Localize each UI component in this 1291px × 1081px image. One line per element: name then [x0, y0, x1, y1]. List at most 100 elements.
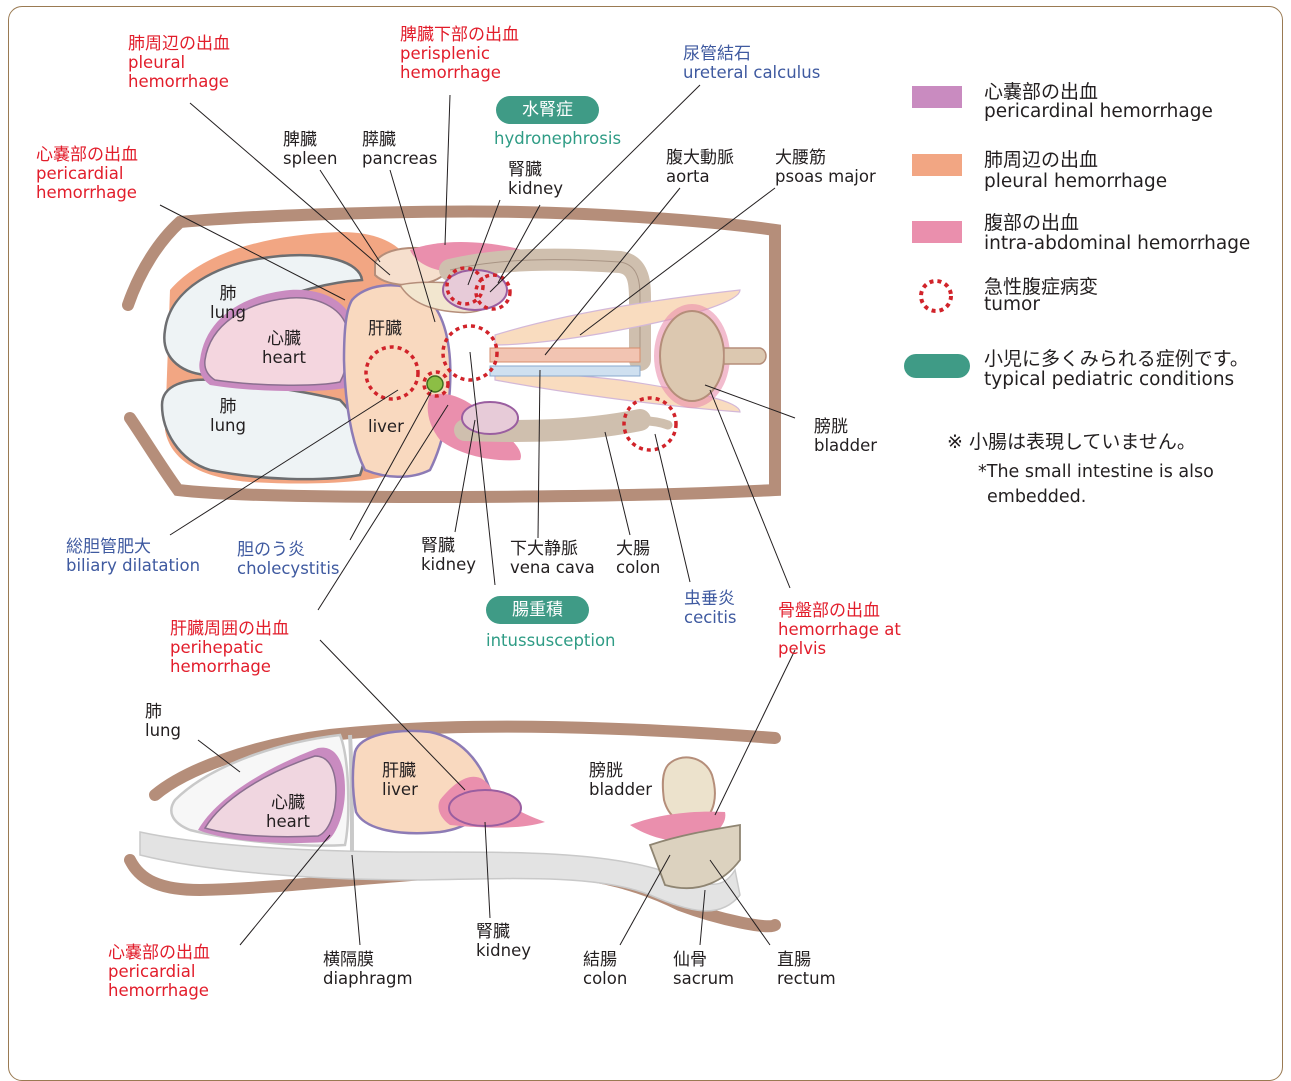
label-en: kidney — [508, 180, 563, 198]
label-en: hemorrhage — [128, 73, 230, 91]
label-en: hemorrhage — [108, 982, 210, 1000]
label-perihepatic-hemorrhage: 肝臓周囲の出血 perihepatic hemorrhage — [170, 620, 289, 676]
label-en: perihepatic — [170, 639, 289, 657]
label-jp: 大腸 — [616, 540, 660, 559]
label-bladder: 膀胱 bladder — [814, 418, 877, 456]
legend-swatch-pericardial — [912, 86, 962, 108]
label-vena-cava: 下大静脈 vena cava — [510, 540, 595, 578]
label-en: kidney — [421, 556, 476, 574]
label-biliary-dilatation: 総胆管肥大 biliary dilatation — [66, 538, 200, 576]
label-jp: 胆のう炎 — [237, 541, 340, 560]
label-en: ureteral calculus — [683, 64, 820, 82]
label-aorta: 腹大動脈 aorta — [666, 149, 734, 187]
label-jp: 膀胱 — [814, 418, 877, 437]
label-en: bladder — [589, 781, 652, 799]
label-en: lung — [210, 304, 246, 322]
label-en: pancreas — [362, 150, 437, 168]
label-jp: 膵臓 — [362, 131, 437, 150]
label-jp: 心臓 — [262, 330, 306, 349]
label-spleen: 脾臓 spleen — [283, 131, 337, 169]
label-en: hemorrhage — [36, 184, 138, 202]
top-aorta — [490, 348, 640, 362]
label-jp: 腹大動脈 — [666, 149, 734, 168]
label-en: colon — [583, 970, 627, 988]
side-spine — [140, 832, 740, 911]
label-en: pericardial — [36, 165, 138, 183]
top-vena-cava — [490, 366, 640, 376]
top-urethra — [724, 348, 766, 364]
label-en: vena cava — [510, 559, 595, 577]
label-jp: 肝臓周囲の出血 — [170, 620, 289, 639]
label-en: cecitis — [684, 609, 737, 627]
label-jp: 肺 — [210, 398, 246, 417]
label-hydronephrosis-en: hydronephrosis — [494, 130, 621, 148]
label-jp: 膀胱 — [589, 762, 652, 781]
legend-label-en: intra-abdominal hemorrhage — [984, 233, 1250, 254]
top-bladder — [660, 311, 724, 401]
label-jp: 総胆管肥大 — [66, 538, 200, 557]
label-jp: 脾臓 — [283, 131, 337, 150]
label-jp: 脾臓下部の出血 — [400, 26, 519, 45]
label-jp: 腎臓 — [421, 537, 476, 556]
label-jp: 尿管結石 — [683, 45, 820, 64]
label-liver-en: liver — [368, 418, 404, 436]
label-jp: 結腸 — [583, 951, 627, 970]
legend-label-en: pleural hemorrhage — [984, 171, 1167, 192]
side-diaphragm — [350, 735, 352, 852]
label-jp: 下大静脈 — [510, 540, 595, 559]
top-kidney-lower — [462, 402, 518, 434]
label-jp: 腎臓 — [476, 923, 531, 942]
label-lung-lower: 肺 lung — [210, 398, 246, 436]
side-label-kidney: 腎臓 kidney — [476, 923, 531, 961]
top-kidney-upper — [443, 270, 507, 310]
label-pancreas: 膵臓 pancreas — [362, 131, 437, 169]
legend-note-en: *The small intestine is also — [978, 462, 1214, 482]
legend-label-jp: 心嚢部の出血 — [984, 77, 1098, 104]
label-en: aorta — [666, 168, 734, 186]
label-jp: 腎臓 — [508, 161, 563, 180]
label-en: pericardial — [108, 963, 210, 981]
label-jp: 直腸 — [777, 951, 836, 970]
label-jp: 骨盤部の出血 — [778, 602, 901, 621]
label-en: liver — [382, 781, 418, 799]
label-en: sacrum — [673, 970, 734, 988]
label-en: heart — [262, 349, 306, 367]
label-en: lung — [145, 722, 181, 740]
side-label-bladder: 膀胱 bladder — [589, 762, 652, 800]
label-ureteral-calculus: 尿管結石 ureteral calculus — [683, 45, 820, 83]
label-en: spleen — [283, 150, 337, 168]
badge-intussusception: 腸重積 — [486, 596, 589, 624]
label-en: rectum — [777, 970, 836, 988]
label-jp: 横隔膜 — [323, 951, 413, 970]
side-label-diaphragm: 横隔膜 diaphragm — [323, 951, 413, 989]
label-en: pleural — [128, 54, 230, 72]
label-en: hemorrhage — [400, 64, 519, 82]
label-pelvic-hemorrhage: 骨盤部の出血 hemorrhage at pelvis — [778, 602, 901, 658]
side-label-colon: 結腸 colon — [583, 951, 627, 989]
top-gallbladder — [427, 376, 443, 392]
label-jp: 心臓 — [266, 794, 310, 813]
label-en: colon — [616, 559, 660, 577]
label-en: lung — [210, 417, 246, 435]
side-kidney — [449, 790, 521, 826]
label-jp: 大腰筋 — [775, 149, 876, 168]
label-jp: 心嚢部の出血 — [108, 944, 210, 963]
label-jp: 肺 — [145, 703, 181, 722]
side-label-lung: 肺 lung — [145, 703, 181, 741]
label-perisplenic-hemorrhage: 脾臓下部の出血 perisplenic hemorrhage — [400, 26, 519, 82]
legend-swatch-pleural — [912, 154, 962, 176]
label-jp: 肺 — [210, 285, 246, 304]
legend-label-jp: 肺周辺の出血 — [984, 145, 1098, 172]
label-en: bladder — [814, 437, 877, 455]
label-en: biliary dilatation — [66, 557, 200, 575]
label-pericardial-hemorrhage: 心嚢部の出血 pericardial hemorrhage — [36, 146, 138, 202]
legend-swatch-pediatric — [904, 354, 970, 378]
label-en: diaphragm — [323, 970, 413, 988]
label-jp: 肺周辺の出血 — [128, 35, 230, 54]
label-en: psoas major — [775, 168, 876, 186]
label-en: pelvis — [778, 640, 901, 658]
label-heart: 心臓 heart — [262, 330, 306, 368]
label-en: hemorrhage — [170, 658, 289, 676]
label-colon: 大腸 colon — [616, 540, 660, 578]
legend-tumor-icon — [916, 276, 956, 316]
